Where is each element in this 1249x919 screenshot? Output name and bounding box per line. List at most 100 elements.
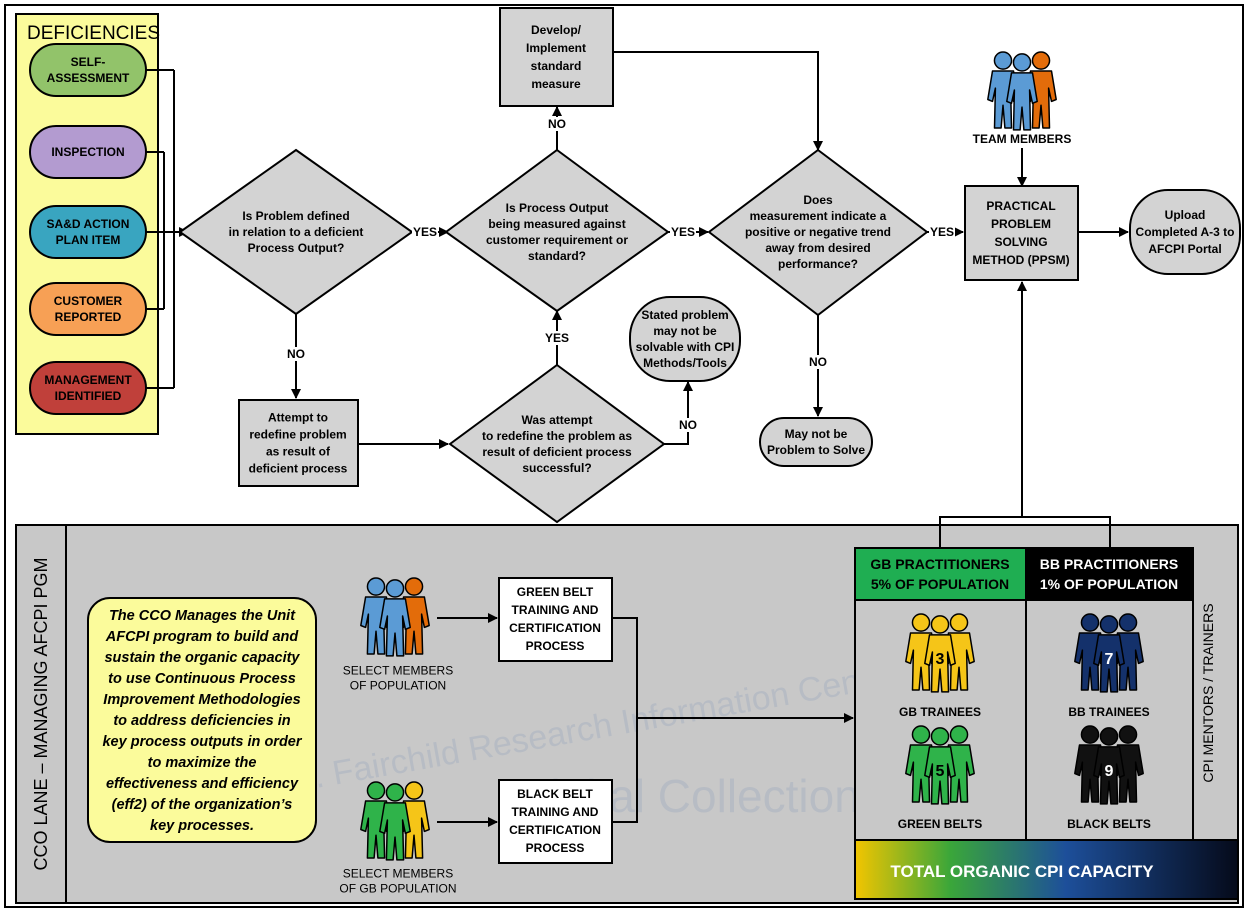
- gb-trainees-count: 3: [936, 651, 945, 668]
- noproblem-line: May not be: [785, 427, 848, 441]
- decision3-line: positive or negative trend: [745, 225, 891, 239]
- gbtrain-line: CERTIFICATION: [509, 621, 601, 635]
- lane-header: [15, 524, 67, 904]
- bb-trainees-label: BB TRAINEES: [1068, 705, 1149, 719]
- decision2-line: being measured against: [488, 217, 625, 231]
- notsolvable-line: may not be: [653, 324, 717, 338]
- branch-labels: YES YES YES YES NO NO NO NO: [283, 117, 955, 432]
- selectgb-line: SELECT MEMBERS: [343, 867, 453, 881]
- develop-line: measure: [531, 77, 581, 91]
- note-line: The CCO Manages the Unit: [109, 608, 296, 624]
- total-capacity-bar: [854, 839, 1239, 900]
- black-belts-count: 9: [1105, 763, 1114, 780]
- note-line: key process outputs in order: [102, 734, 302, 750]
- redefine-line: Attempt to: [268, 411, 328, 425]
- decision2-line: Is Process Output: [506, 201, 609, 215]
- deficiency-item-label: MANAGEMENT: [44, 373, 132, 387]
- yes-label-1: YES: [413, 225, 437, 239]
- upload-line: AFCPI Portal: [1148, 242, 1221, 256]
- deficiency-connector: [146, 69, 189, 389]
- deficiencies-title: DEFICIENCIES: [27, 23, 160, 44]
- no-problem-terminal: [759, 417, 873, 467]
- deficiency-item: [29, 205, 147, 259]
- redefine-line: as result of: [266, 445, 331, 459]
- selectgb-line: OF GB POPULATION: [339, 882, 456, 896]
- upload-line: Upload: [1165, 208, 1206, 222]
- note-line: sustain the organic capacity: [104, 650, 300, 666]
- total-capacity-label: TOTAL ORGANIC CPI CAPACITY: [890, 862, 1154, 881]
- upload-line: Completed A-3 to: [1136, 225, 1235, 239]
- gbtrain-line: GREEN BELT: [517, 585, 594, 599]
- deficiency-item-label: SA&D ACTION: [47, 217, 130, 231]
- deficiency-item-label: INSPECTION: [51, 145, 124, 159]
- develop-line: Develop/: [531, 23, 582, 37]
- not-solvable-terminal: [629, 296, 741, 382]
- ppsm-line: METHOD (PPSM): [972, 253, 1069, 267]
- bb-trainees-group: 7BB TRAINEES: [1068, 613, 1150, 719]
- deficiency-item-label: CUSTOMER: [54, 294, 123, 308]
- yes-label-3: YES: [930, 225, 954, 239]
- gbprac-line: GB PRACTITIONERS: [870, 556, 1009, 572]
- ppsm-line: PRACTICAL: [986, 199, 1055, 213]
- lane-connectors: [437, 613, 854, 827]
- decision4-line: Was attempt: [522, 413, 593, 427]
- bbtrain-line: PROCESS: [526, 841, 585, 855]
- deficiency-item: [29, 43, 147, 97]
- redefine-line: deficient process: [249, 462, 348, 476]
- selectpop-line: OF POPULATION: [350, 679, 446, 693]
- no-label-3: NO: [679, 418, 697, 432]
- note-line: Improvement Methodologies: [103, 692, 300, 708]
- lane-title: CCO LANE – MANAGING AFCPI PGM: [31, 557, 51, 870]
- team-members-label: TEAM MEMBERS: [973, 132, 1072, 146]
- decision3-line: measurement indicate a: [750, 209, 887, 223]
- bbtrain-line: BLACK BELT: [517, 787, 593, 801]
- deficiency-item-label: ASSESSMENT: [47, 71, 130, 85]
- notsolvable-line: solvable with CPI: [636, 340, 735, 354]
- decision3-line: performance?: [778, 257, 858, 271]
- gb-trainees-label: GB TRAINEES: [899, 705, 981, 719]
- redefine-problem-box: [238, 399, 359, 487]
- deficiency-item-label: IDENTIFIED: [55, 389, 122, 403]
- bbtrain-line: TRAINING AND: [512, 805, 599, 819]
- decision3-line: away from desired: [765, 241, 870, 255]
- cpi-mentors-label: CPI MENTORS / TRAINERS: [1200, 603, 1216, 782]
- ppsm-line: PROBLEM: [991, 217, 1051, 231]
- notsolvable-line: Stated problem: [641, 308, 728, 322]
- upload-terminal: [1129, 189, 1241, 275]
- bbtrain-line: CERTIFICATION: [509, 823, 601, 837]
- deficiency-item-label: REPORTED: [55, 310, 122, 324]
- gbtrain-line: PROCESS: [526, 639, 585, 653]
- note-line: AFCPI program to build and: [105, 629, 300, 645]
- note-line: key processes.: [150, 818, 254, 834]
- decision4-line: to redefine the problem as: [482, 429, 632, 443]
- black-belts-label: BLACK BELTS: [1067, 817, 1151, 831]
- decision4-line: successful?: [522, 461, 591, 475]
- decision-output-measured-text: Is Process Output being measured against c…: [486, 201, 628, 263]
- decision3-line: Does: [803, 193, 833, 207]
- deficiency-item-label: PLAN ITEM: [56, 233, 121, 247]
- cco-note-box: [87, 597, 317, 843]
- decision-redefine-successful: [448, 363, 666, 524]
- notsolvable-line: Methods/Tools: [643, 356, 727, 370]
- decision2-line: customer requirement or: [486, 233, 628, 247]
- yes-label-4: YES: [545, 331, 569, 345]
- decision-output-measured: [444, 148, 670, 313]
- yes-label-2: YES: [671, 225, 695, 239]
- decision4-line: result of deficient process: [482, 445, 632, 459]
- decision1-line: Is Problem defined: [242, 209, 349, 223]
- develop-measure-box: [499, 7, 614, 107]
- gb-trainees-group: 3 GB TRAINEES: [899, 613, 981, 719]
- green-belts-label: GREEN BELTS: [898, 817, 982, 831]
